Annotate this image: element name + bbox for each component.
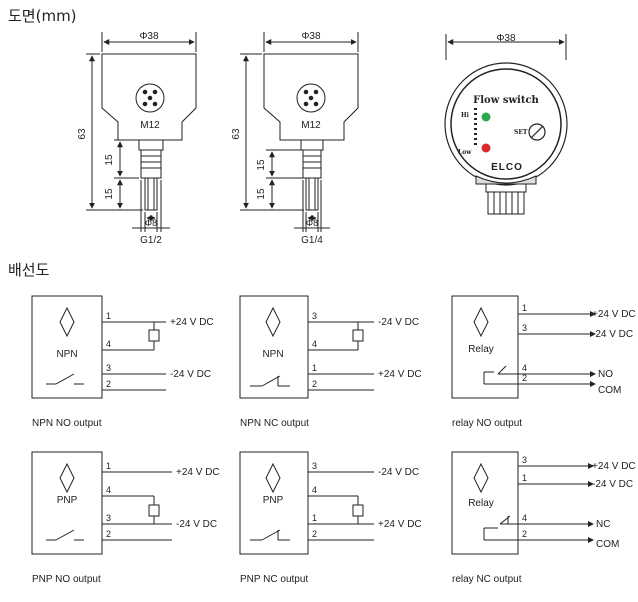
npn-no-neg: -24 V DC	[170, 369, 211, 380]
hi-label: Hi	[461, 112, 470, 119]
pnp-nc-neg: -24 V DC	[378, 467, 419, 478]
pnp-nc-pin-2: 2	[312, 529, 317, 539]
relay-nc-com: COM	[596, 539, 619, 550]
relay-no-pin-1: 1	[522, 303, 527, 313]
device-title: Flow switch	[473, 95, 539, 106]
relay-no-pin-2: 2	[522, 373, 527, 383]
pnp-nc-pin-4: 4	[312, 485, 317, 495]
relay-nc-neg: -24 V DC	[592, 479, 633, 490]
h15-label-2b: 15	[256, 188, 267, 200]
npn-nc-pin-4: 4	[312, 339, 317, 349]
relay-nc-nc: NC	[596, 519, 610, 530]
relay-no-no: NO	[598, 369, 613, 380]
relay-nc-pin-2: 2	[522, 529, 527, 539]
h63-label-2: 63	[231, 128, 242, 140]
pnp-no-pin-3: 3	[106, 513, 111, 523]
relay-no-neg: -24 V DC	[592, 329, 633, 340]
pnp-no-pin-2: 2	[106, 529, 111, 539]
relay-nc-pin-3: 3	[522, 455, 527, 465]
dia8-label-1: Φ8	[145, 218, 157, 228]
dia38-label-3: Φ38	[496, 33, 516, 44]
m12-label-2: M12	[301, 120, 321, 131]
caption-pnp-no: PNP NO output	[32, 574, 101, 585]
relay-arrow-tips	[588, 311, 596, 543]
g12-label: G1/2	[140, 235, 162, 246]
npn-nc-pos: +24 V DC	[378, 369, 422, 380]
caption-relay-no: relay NO output	[452, 418, 522, 429]
relay-nc-diagram	[451, 451, 588, 555]
npn-no-pin-4: 4	[106, 339, 111, 349]
dia8-label-2: Φ8	[306, 218, 318, 228]
npn-nc-diagram	[239, 295, 374, 399]
g14-label: G1/4	[301, 235, 323, 246]
pnp-nc-pin-3: 3	[312, 461, 317, 471]
pnp-no-pos: +24 V DC	[176, 467, 220, 478]
relay-no-diagram	[451, 295, 590, 399]
npn-label-2: NPN	[262, 349, 283, 360]
npn-nc-pin-2: 2	[312, 379, 317, 389]
red-led	[481, 143, 491, 153]
pnp-no-pin-1: 1	[106, 461, 111, 471]
relay-label-1: Relay	[468, 344, 494, 355]
h15-label-1a: 15	[104, 154, 115, 166]
npn-label-1: NPN	[56, 349, 77, 360]
green-led	[481, 112, 491, 122]
npn-nc-neg: -24 V DC	[378, 317, 419, 328]
dimensions-heading: 도면(mm)	[8, 7, 77, 25]
wiring-heading: 배선도	[8, 261, 50, 279]
pnp-label-1: PNP	[57, 495, 78, 506]
caption-npn-nc: NPN NC output	[240, 418, 309, 429]
npn-no-pin-1: 1	[106, 311, 111, 321]
relay-no-pos: +24 V DC	[592, 309, 636, 320]
caption-npn-no: NPN NO output	[32, 418, 102, 429]
relay-no-pin-3: 3	[522, 323, 527, 333]
relay-nc-pos: +24 V DC	[592, 461, 636, 472]
m12-label-1: M12	[140, 120, 160, 131]
level-scale	[474, 108, 477, 145]
dia38-label-1: Φ38	[139, 31, 159, 42]
npn-no-pin-3: 3	[106, 363, 111, 373]
caption-pnp-nc: PNP NC output	[240, 574, 308, 585]
h15-label-2a: 15	[256, 159, 267, 171]
pnp-nc-diagram	[239, 451, 374, 555]
npn-no-diagram	[31, 295, 166, 399]
pnp-nc-pos: +24 V DC	[378, 519, 422, 530]
pnp-no-neg: -24 V DC	[176, 519, 217, 530]
pnp-no-pin-4: 4	[106, 485, 111, 495]
pnp-no-diagram	[31, 451, 172, 555]
low-label: Low	[458, 149, 472, 156]
npn-no-pin-2: 2	[106, 379, 111, 389]
h15-label-1b: 15	[104, 188, 115, 200]
relay-nc-pin-4: 4	[522, 513, 527, 523]
relay-no-com: COM	[598, 385, 621, 396]
pnp-nc-pin-1: 1	[312, 513, 317, 523]
brand-label: ELCO	[491, 162, 523, 173]
dimension-drawing-g14	[240, 32, 359, 232]
npn-nc-pin-3: 3	[312, 311, 317, 321]
dimension-drawing-g12	[86, 32, 197, 232]
set-label: SET	[514, 129, 528, 136]
relay-no-pin-4: 4	[522, 363, 527, 373]
device-front-view	[444, 34, 568, 215]
relay-label-2: Relay	[468, 498, 494, 509]
pnp-label-2: PNP	[263, 495, 284, 506]
dia38-label-2: Φ38	[301, 31, 321, 42]
caption-relay-nc: relay NC output	[452, 574, 522, 585]
relay-nc-pin-1: 1	[522, 473, 527, 483]
npn-nc-pin-1: 1	[312, 363, 317, 373]
h63-label-1: 63	[77, 128, 88, 140]
npn-no-pos: +24 V DC	[170, 317, 214, 328]
